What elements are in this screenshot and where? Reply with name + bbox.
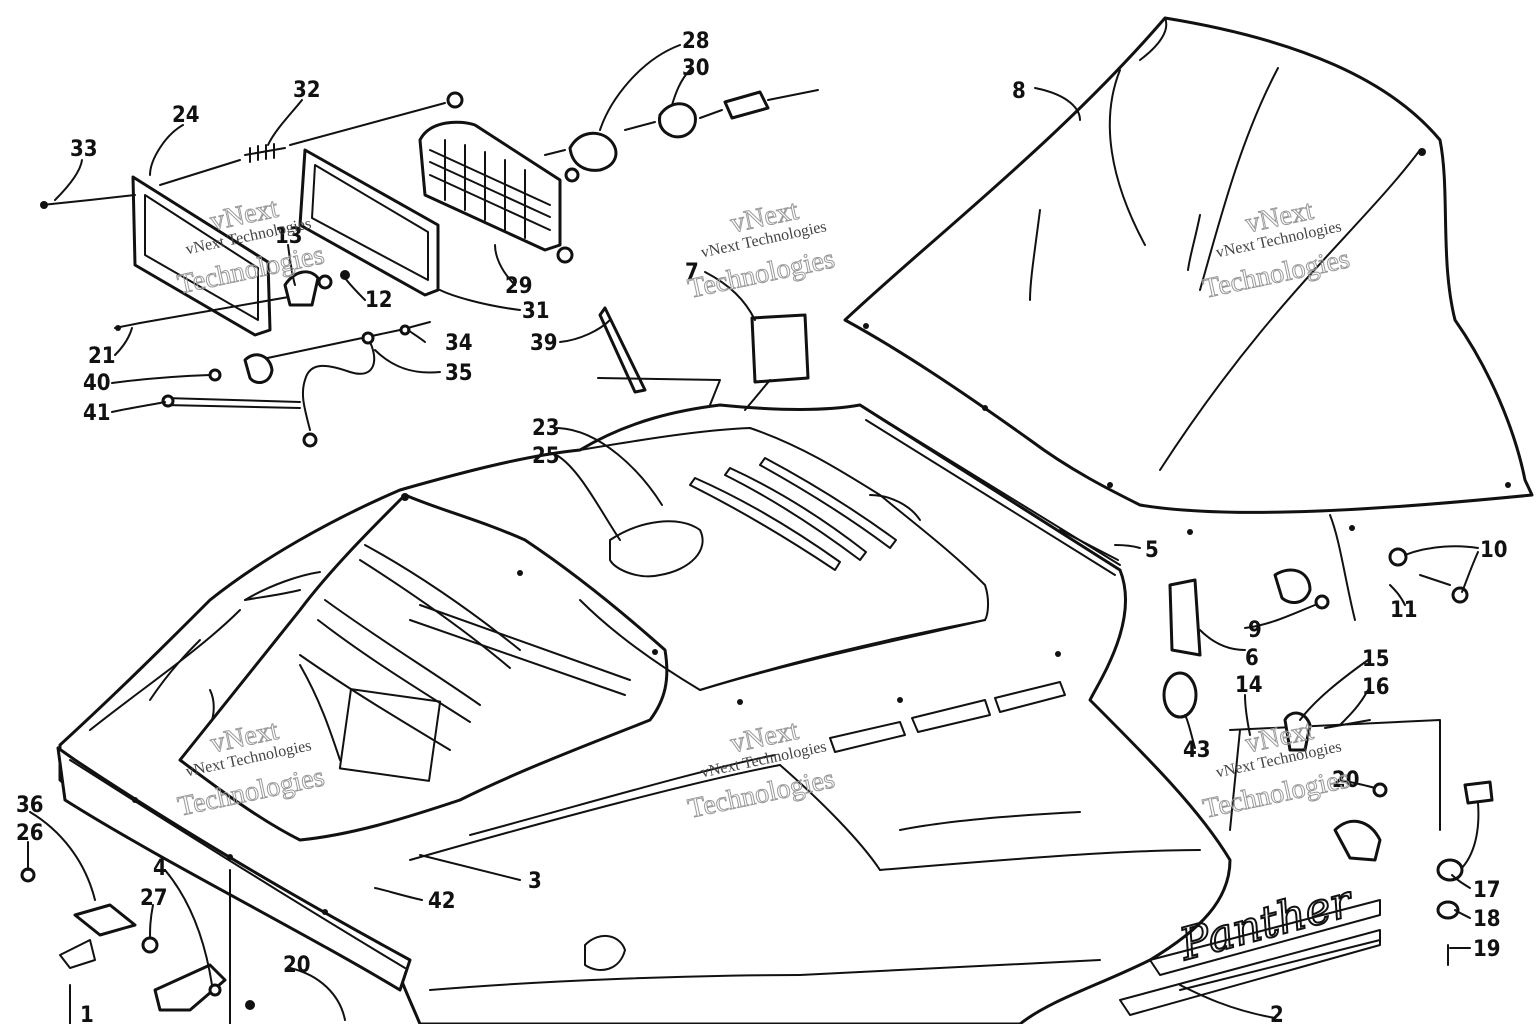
callout-1: 1 xyxy=(80,1003,94,1024)
callout-labels: 33 24 32 28 30 8 13 12 29 31 39 7 21 34 … xyxy=(16,29,1508,1024)
callout-43: 43 xyxy=(1183,738,1211,763)
callout-35: 35 xyxy=(445,361,473,386)
callout-18: 18 xyxy=(1473,907,1501,932)
callout-26: 26 xyxy=(16,821,44,846)
callout-15: 15 xyxy=(1362,647,1390,672)
callout-4: 4 xyxy=(153,856,167,881)
callout-12: 12 xyxy=(365,288,393,313)
callout-23: 23 xyxy=(532,416,560,441)
callout-2: 2 xyxy=(1270,1003,1284,1024)
callout-6: 6 xyxy=(1245,646,1259,671)
callout-31: 31 xyxy=(522,299,550,324)
callout-41: 41 xyxy=(83,401,111,426)
callout-20: 20 xyxy=(1332,768,1360,793)
callout-32: 32 xyxy=(293,78,321,103)
callout-25: 25 xyxy=(532,444,560,469)
callout-7: 7 xyxy=(685,260,699,285)
callout-40: 40 xyxy=(83,371,111,396)
callout-34: 34 xyxy=(445,331,473,356)
callout-5: 5 xyxy=(1145,538,1159,563)
watermark-bottom-center: vNext vNext Technologies Technologies xyxy=(685,714,838,825)
headlight-assembly xyxy=(40,89,819,448)
callout-29: 29 xyxy=(505,274,533,299)
callout-16: 16 xyxy=(1362,675,1390,700)
callout-11: 11 xyxy=(1390,598,1418,623)
callout-21: 21 xyxy=(88,344,116,369)
callout-14: 14 xyxy=(1235,673,1263,698)
callout-33: 33 xyxy=(70,137,98,162)
callout-3: 3 xyxy=(528,869,542,894)
callout-20-lower: 20 xyxy=(283,953,311,978)
windshield xyxy=(843,16,1534,535)
leader-lines xyxy=(27,44,1479,1021)
callout-8: 8 xyxy=(1012,79,1026,104)
watermark-top-center: vNext vNext Technologies Technologies xyxy=(685,194,838,305)
hood-small-parts xyxy=(20,306,1494,1024)
callout-36: 36 xyxy=(16,793,44,818)
callout-17: 17 xyxy=(1473,878,1501,903)
callout-27: 27 xyxy=(140,886,168,911)
callout-13: 13 xyxy=(275,224,303,249)
callout-10: 10 xyxy=(1480,538,1508,563)
callout-9: 9 xyxy=(1248,618,1262,643)
callout-19: 19 xyxy=(1473,937,1501,962)
callout-42: 42 xyxy=(428,889,456,914)
callout-28: 28 xyxy=(682,29,710,54)
callout-30: 30 xyxy=(682,56,710,81)
callout-39: 39 xyxy=(530,331,558,356)
callout-24: 24 xyxy=(172,103,200,128)
